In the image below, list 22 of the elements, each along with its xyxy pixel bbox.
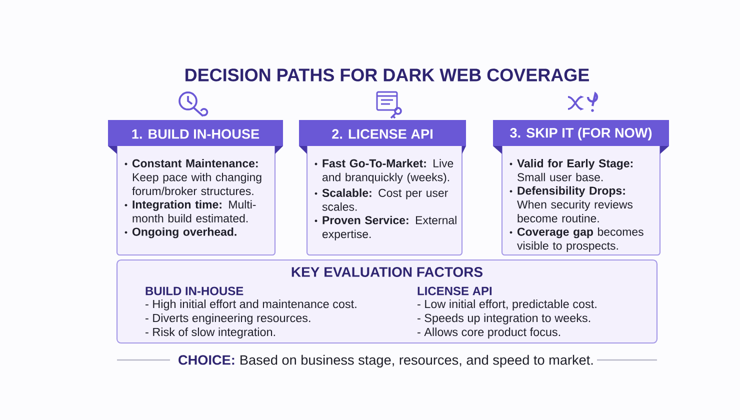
list-item: - Risk of slow integration. (146, 328, 275, 338)
bullet-item: Ongoing overhead. (124, 227, 236, 238)
header-ribbon: 2. LICENSE API (299, 120, 466, 154)
bullet-item: Integration time: Multi-month build estimated. (124, 200, 256, 222)
bullet-item: Constant Maintenance: Keep pace with changing forum/broker structures. (124, 159, 262, 196)
title: DECISION PATHS FOR DARK WEB COVERAGE (186, 68, 589, 82)
bullet-item: Proven Service: External expertise. (314, 216, 456, 240)
column-heading: BUILD IN-HOUSE (146, 286, 244, 296)
bullet-item: Fast Go-To-Market: Live and branquickly (weeks). (314, 159, 454, 184)
bullet-item: Defensibility Drops: When security reviews become routine. (510, 186, 633, 222)
bullet-item: Scalable: Cost per user scales. (314, 188, 448, 211)
list-item: - Diverts engineering resources. (146, 314, 310, 324)
header-ribbon: 3. SKIP IT (FOR NOW) (493, 120, 669, 154)
bullet-item: Coverage gap becomes visible to prospects. (510, 227, 644, 252)
list-item: - High initial effort and maintenance cost. (146, 300, 356, 310)
list-item: - Low initial effort, predictable cost. (418, 300, 596, 310)
list-item: - Speeds up integration to weeks. (418, 314, 590, 324)
list-item: - Allows core product focus. (418, 328, 560, 338)
bullet-item: Valid for Early Stage: Small user base. (510, 159, 632, 182)
header-ribbon: 1. BUILD IN-HOUSE (108, 120, 283, 154)
panel-heading: KEY EVALUATION FACTORS (292, 267, 482, 277)
column-heading: LICENSE API (418, 286, 492, 296)
